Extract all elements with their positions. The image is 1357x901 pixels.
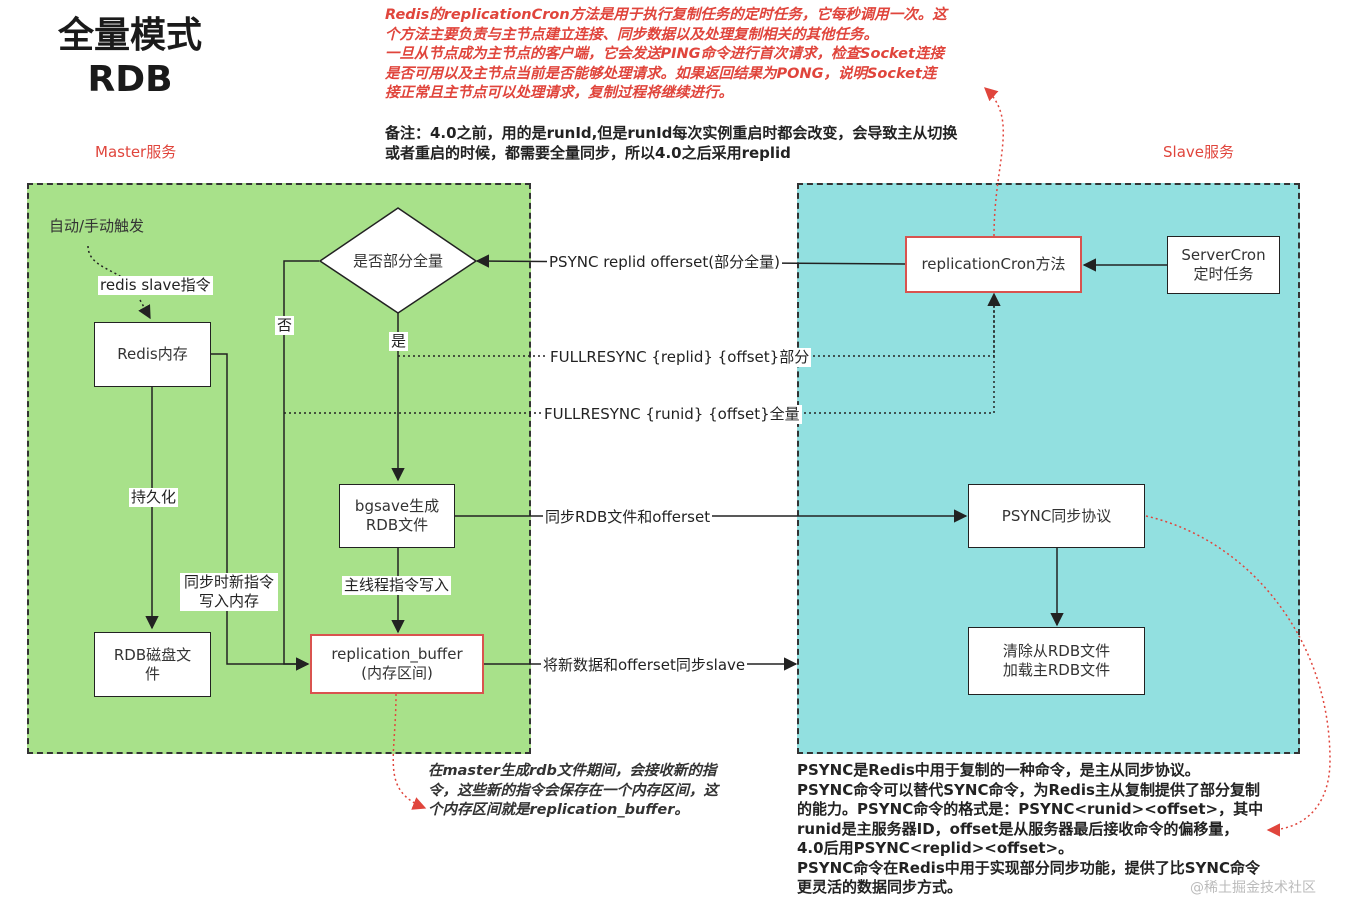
rdb-disk-box: RDB磁盘文件 — [94, 632, 211, 697]
replication-cron-note: Redis的replicationCron方法是用于执行复制任务的定时任务，它每… — [385, 7, 947, 101]
slave-command-label: redis slave指令 — [98, 276, 213, 295]
psync-protocol-box: PSYNC同步协议 — [968, 484, 1145, 548]
fullresync-full-label: FULLRESYNC {runid} {offset}全量 — [542, 405, 802, 424]
trigger-label: 自动/手动触发 — [49, 217, 145, 235]
title-line2: RDB — [87, 59, 173, 100]
sync-new-command-label: 同步时新指令 写入内存 — [180, 573, 278, 611]
title-line1: 全量模式 — [57, 15, 202, 56]
partial-full-decision — [318, 207, 478, 314]
runid-remark-note: 备注：4.0之前，用的是runId,但是runId每次实例重启时都会改变，会导致… — [385, 124, 958, 162]
replication-buffer-note: 在master生成rdb文件期间，会接收新的指 令，这些新的指令会保存在一个内存… — [428, 763, 718, 818]
main-thread-label: 主线程指令写入 — [342, 576, 452, 595]
decision-label: 是否部分全量 — [352, 252, 443, 270]
psync-command-note: PSYNC是Redis中用于复制的一种命令，是主从同步协议。 PSYNC命令可以… — [797, 761, 1264, 896]
psync-partial-label: PSYNC replid offerset(部分全量) — [547, 253, 782, 272]
sync-new-data-label: 将新数据和offerset同步slave — [541, 656, 748, 675]
yes-label: 是 — [389, 332, 409, 351]
replication-cron-box: replicationCron方法 — [905, 236, 1082, 293]
persist-label: 持久化 — [129, 488, 179, 507]
slave-zone-label: Slave服务 — [1163, 143, 1234, 161]
no-label: 否 — [275, 316, 295, 335]
clear-load-rdb-box: 清除从RDB文件加载主RDB文件 — [968, 627, 1145, 695]
redis-memory-box: Redis内存 — [94, 322, 211, 387]
watermark: @稀土掘金技术社区 — [1190, 880, 1316, 896]
fullresync-partial-label: FULLRESYNC {replid} {offset}部分 — [548, 348, 812, 367]
sync-rdb-label: 同步RDB文件和offerset — [543, 508, 713, 527]
replication-buffer-box: replication_buffer(内存区间) — [310, 634, 484, 694]
master-zone-label: Master服务 — [95, 143, 177, 161]
